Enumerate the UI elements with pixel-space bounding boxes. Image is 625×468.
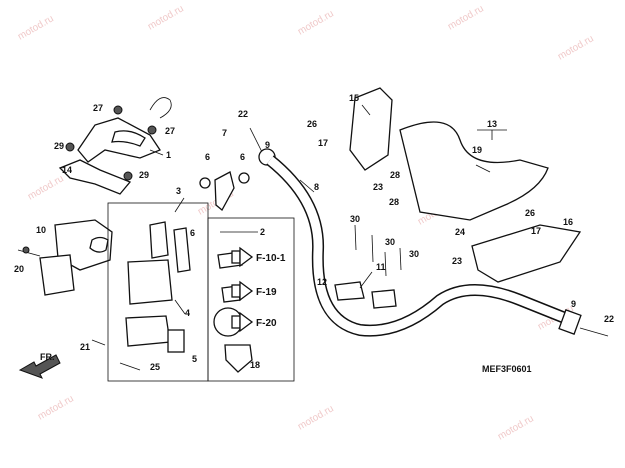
- callout-17-a: 17: [318, 138, 328, 148]
- watermark-layer: motod.ru motod.ru motod.ru motod.ru moto…: [16, 3, 596, 442]
- direction-label: FR.: [40, 352, 55, 362]
- callout-3: 3: [176, 186, 181, 196]
- key-and-washers: [199, 127, 276, 212]
- callout-29-b: 29: [139, 170, 149, 180]
- callout-28-a: 28: [390, 170, 400, 180]
- callout-28-b: 28: [389, 197, 399, 207]
- ignition-switch-body: [17, 219, 113, 296]
- callout-7: 7: [222, 128, 227, 138]
- svg-text:motod.ru: motod.ru: [296, 8, 336, 37]
- svg-text:motod.ru: motod.ru: [16, 13, 56, 42]
- callout-8: 8: [314, 182, 319, 192]
- leader-lines: [91, 104, 507, 346]
- callout-5: 5: [192, 354, 197, 364]
- cover-assembly: [349, 87, 582, 283]
- callout-24: 24: [455, 227, 465, 237]
- key-set-box: [107, 202, 295, 382]
- callout-23-a: 23: [373, 182, 383, 192]
- callout-23-b: 23: [452, 256, 462, 266]
- callout-11: 11: [376, 262, 386, 272]
- ref-f-19: F-19: [256, 287, 277, 298]
- callout-30-a: 30: [350, 214, 360, 224]
- svg-text:motod.ru: motod.ru: [496, 413, 536, 442]
- callout-4: 4: [185, 308, 190, 318]
- svg-text:motod.ru: motod.ru: [146, 3, 186, 32]
- callout-16: 16: [563, 217, 573, 227]
- callout-21: 21: [80, 342, 90, 352]
- callout-14: 14: [62, 165, 72, 175]
- callout-1: 1: [166, 150, 171, 160]
- svg-text:motod.ru: motod.ru: [446, 3, 486, 32]
- reference-arrows: [231, 246, 254, 333]
- callout-2: 2: [260, 227, 265, 237]
- callout-6-a: 6: [205, 152, 210, 162]
- handlebar: [266, 155, 609, 337]
- callout-29-a: 29: [54, 141, 64, 151]
- callout-22-a: 22: [238, 109, 248, 119]
- ref-f-10-1: F-10-1: [256, 253, 286, 264]
- callout-26-b: 26: [525, 208, 535, 218]
- callout-30-b: 30: [385, 237, 395, 247]
- svg-text:motod.ru: motod.ru: [36, 393, 76, 422]
- upper-bracket-assembly: [58, 97, 172, 195]
- callout-10: 10: [36, 225, 46, 235]
- callout-6-b: 6: [240, 152, 245, 162]
- callout-6-c: 6: [190, 228, 195, 238]
- diagram-code: MEF3F0601: [482, 364, 532, 374]
- callout-20: 20: [14, 264, 24, 274]
- callout-22-b: 22: [604, 314, 614, 324]
- callout-30-c: 30: [409, 249, 419, 259]
- callout-9-b: 9: [571, 299, 576, 309]
- ref-f-20: F-20: [256, 318, 277, 329]
- callout-12: 12: [317, 277, 327, 287]
- svg-text:motod.ru: motod.ru: [556, 33, 596, 62]
- front-direction-arrow: FR.: [18, 352, 61, 379]
- callout-27-b: 27: [165, 126, 175, 136]
- callout-13: 13: [487, 119, 497, 129]
- callout-27-a: 27: [93, 103, 103, 113]
- callout-15: 15: [349, 93, 359, 103]
- handlebar-holders: [334, 224, 402, 309]
- callout-labels: 1 2 3 4 5 6 6 6 7 8 9 9 10 11 12 13 14 1…: [14, 93, 614, 372]
- callout-17-b: 17: [531, 226, 541, 236]
- callout-18: 18: [250, 360, 260, 370]
- callout-26-a: 26: [307, 119, 317, 129]
- callout-25: 25: [150, 362, 160, 372]
- svg-text:motod.ru: motod.ru: [296, 403, 336, 432]
- svg-text:motod.ru: motod.ru: [26, 173, 66, 202]
- callout-19: 19: [472, 145, 482, 155]
- callout-9-a: 9: [265, 140, 270, 150]
